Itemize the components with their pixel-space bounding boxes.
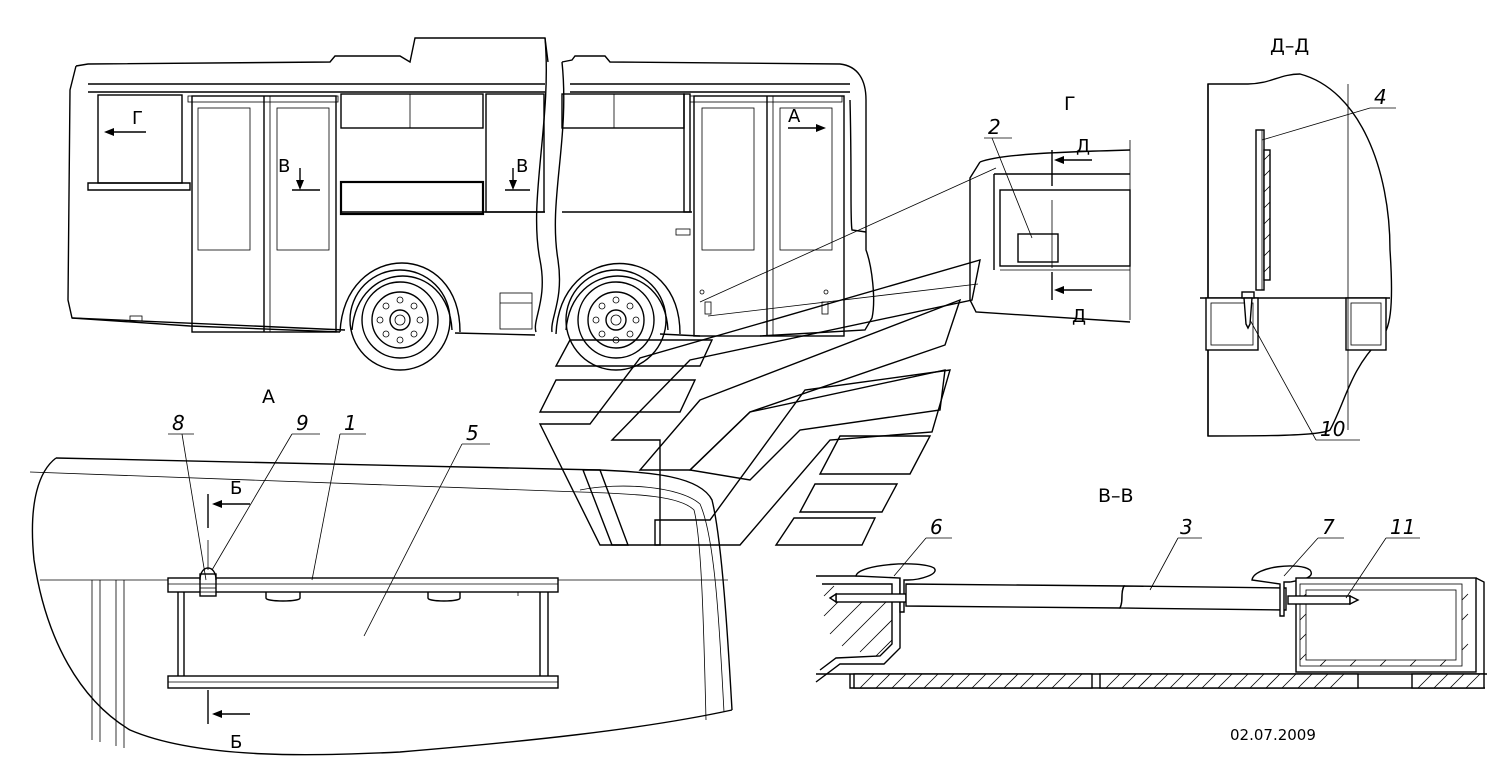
cut-mark-b-top: Б [230, 478, 242, 499]
wheel-bolts [376, 296, 640, 344]
stripe-graphics [538, 259, 981, 546]
section-vv-title: В–В [1098, 485, 1134, 507]
detail-leader-bottom [707, 283, 979, 317]
view-a-detail [29, 457, 733, 756]
section-vv [815, 563, 1487, 689]
view-g-title: Г [1064, 93, 1076, 115]
cut-mark-d-top: Д [1076, 136, 1090, 157]
callout-leaders [168, 107, 1420, 637]
cut-mark-d-bottom: Д [1072, 306, 1086, 327]
callout-8: 8 [172, 411, 185, 435]
callout-7: 7 [1322, 515, 1335, 539]
drawing-date: 02.07.2009 [1230, 726, 1316, 744]
section-dd-title: Д–Д [1270, 35, 1309, 57]
callout-4: 4 [1374, 85, 1387, 109]
callout-3: 3 [1180, 515, 1193, 539]
callout-1: 1 [344, 411, 357, 435]
section-dd [1200, 73, 1393, 437]
callout-11: 11 [1390, 515, 1415, 539]
cut-mark-b-bottom: Б [230, 732, 242, 753]
bus-side-view [67, 37, 875, 371]
callout-10: 10 [1320, 417, 1345, 441]
cut-mark-v-left: В [278, 156, 290, 177]
detail-leader-top [699, 167, 997, 303]
view-g-detail [969, 140, 1131, 323]
cut-mark-g: Г [132, 108, 143, 129]
callout-9: 9 [296, 411, 309, 435]
callout-5: 5 [466, 421, 479, 445]
callout-2: 2 [988, 115, 1001, 139]
cut-mark-v-right: В [516, 156, 528, 177]
cut-mark-a: А [788, 106, 801, 127]
view-a-title: А [262, 386, 275, 408]
callout-6: 6 [930, 515, 943, 539]
